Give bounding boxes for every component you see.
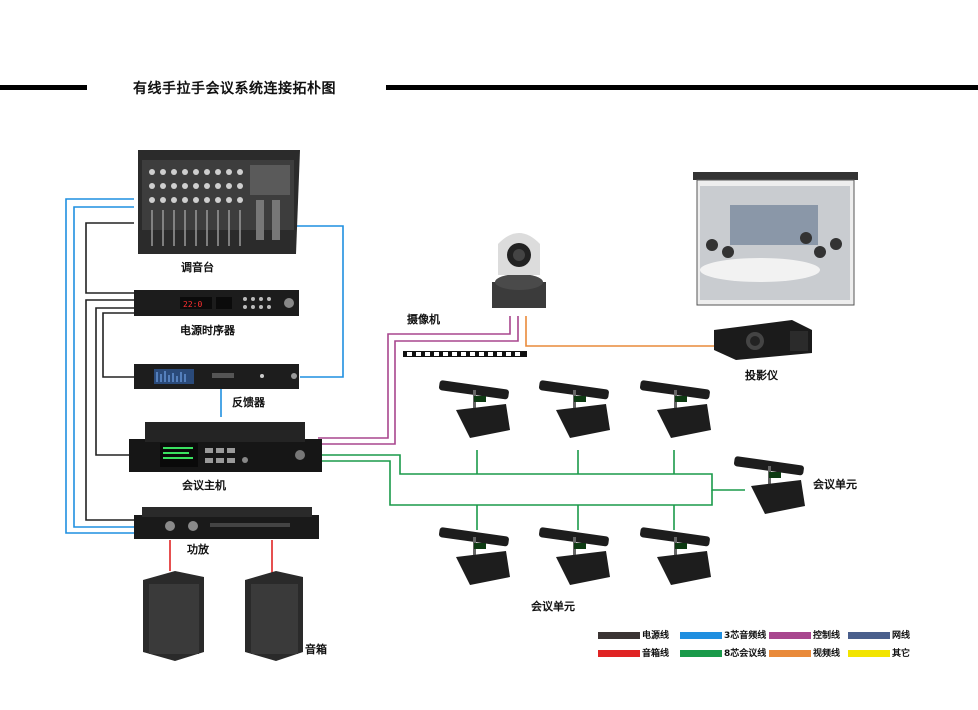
mixer-device	[138, 150, 300, 254]
host-device	[129, 422, 322, 472]
legend-label: 视频线	[813, 649, 841, 659]
label-mixer: 调音台	[181, 261, 214, 274]
projector-device	[714, 320, 812, 360]
svg-text:22:0: 22:0	[183, 300, 202, 309]
label-host: 会议主机	[182, 479, 226, 492]
label-speaker: 音箱	[305, 643, 327, 656]
speaker-cables	[169, 540, 273, 575]
network-bar	[403, 351, 527, 357]
title-bar-right	[386, 85, 978, 90]
legend-label: 音箱线	[642, 649, 670, 659]
legend-label: 8芯会议线	[724, 649, 767, 659]
legend-swatch	[680, 650, 722, 657]
cable-legend: 电源线 3芯音频线 控制线 网线 音箱线 8芯会议线 视频线 其它	[598, 629, 928, 661]
legend-label: 其它	[892, 649, 911, 659]
label-camera: 摄像机	[407, 313, 440, 326]
legend-swatch	[680, 632, 722, 639]
title-bar-left	[0, 85, 87, 90]
legend-label: 3芯音频线	[724, 631, 767, 641]
legend-swatch	[848, 632, 890, 639]
legend-swatch	[848, 650, 890, 657]
audio-cables	[65, 198, 344, 534]
sequencer-device: 22:0	[134, 290, 299, 316]
speaker-right	[245, 571, 303, 661]
legend-swatch	[598, 632, 640, 639]
legend-label: 控制线	[813, 631, 841, 641]
control-cables	[318, 316, 519, 445]
legend-label: 电源线	[642, 631, 670, 641]
label-amplifier: 功放	[187, 543, 209, 556]
amplifier-device	[134, 507, 319, 539]
unit-icon	[438, 380, 805, 585]
page-title: 有线手拉手会议系统连接拓朴图	[133, 81, 336, 97]
camera-device	[492, 233, 546, 308]
legend-swatch	[769, 632, 811, 639]
legend-swatch	[769, 650, 811, 657]
label-unit-right: 会议单元	[813, 478, 857, 491]
label-feedback: 反馈器	[232, 396, 265, 409]
legend-swatch	[598, 650, 640, 657]
speaker-left	[143, 571, 204, 661]
power-cables	[85, 222, 134, 521]
projection-screen	[693, 172, 858, 306]
label-unit-bottom: 会议单元	[531, 600, 575, 613]
feedback-device	[134, 364, 299, 389]
label-projector: 投影仪	[745, 369, 778, 382]
video-cable	[525, 316, 716, 347]
meeting-cables	[318, 450, 745, 530]
label-sequencer: 电源时序器	[180, 324, 235, 337]
legend-label: 网线	[892, 631, 911, 641]
